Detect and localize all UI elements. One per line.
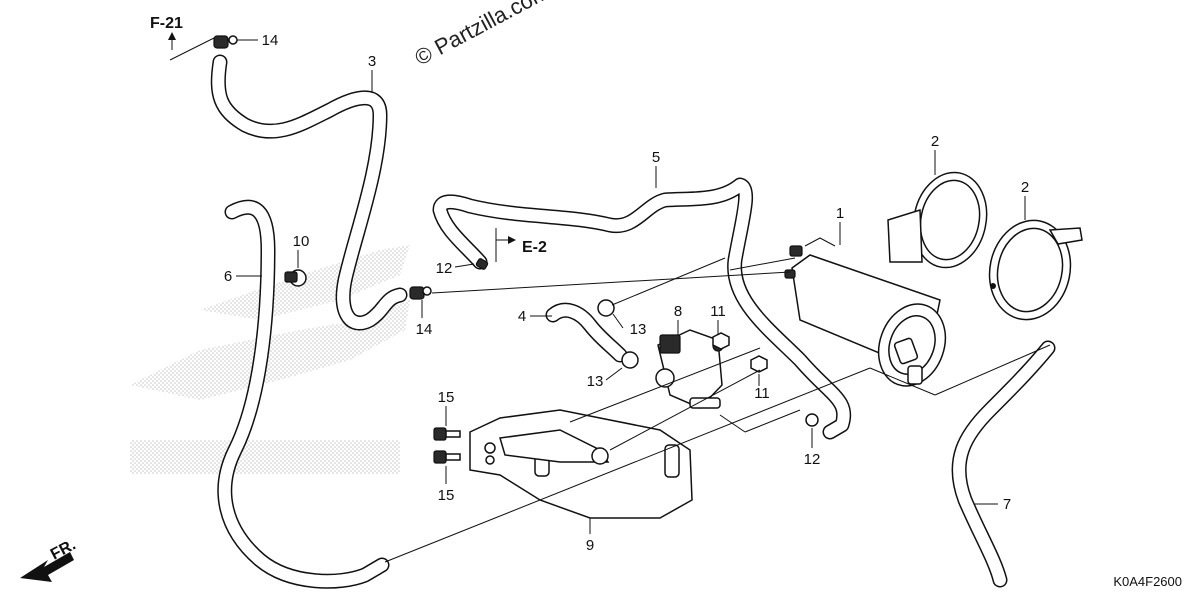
front-label: FR. (48, 536, 79, 563)
purge-valve (655, 329, 724, 409)
clamp-10 (284, 269, 307, 287)
callout-4: 4 (518, 308, 526, 325)
callout-15-lower: 15 (438, 487, 455, 504)
clamp-12-upper (475, 258, 489, 270)
clip-13-upper (597, 299, 615, 317)
ref-f21: F-21 (150, 15, 215, 61)
callout-6: 6 (224, 268, 232, 285)
callout-1: 1 (836, 205, 844, 222)
callout-5: 5 (652, 149, 660, 166)
hose-7 (951, 340, 1056, 588)
clamp-14-upper (213, 35, 238, 49)
callout-10: 10 (293, 233, 310, 250)
callout-12-lower: 12 (804, 451, 821, 468)
callout-15-upper: 15 (438, 389, 455, 406)
callout-11-upper: 11 (710, 303, 726, 320)
canister-band-upper (887, 171, 988, 269)
nut-11-lower (750, 355, 768, 373)
callout-3: 3 (368, 53, 376, 70)
callout-14-lower: 14 (416, 321, 433, 338)
ref-f21-label: F-21 (150, 15, 183, 32)
clip-13-lower (621, 351, 639, 369)
bolt-15-upper (433, 427, 461, 441)
front-direction-arrow: FR. (20, 536, 79, 582)
diagram-code: K0A4F2600 (1113, 574, 1182, 589)
callout-14-upper: 14 (262, 32, 279, 49)
callout-2-upper: 2 (931, 133, 939, 150)
ref-e2-label: E-2 (522, 239, 547, 256)
callout-7: 7 (1003, 496, 1011, 513)
canister-band-lower (988, 219, 1083, 321)
hose-6 (217, 199, 390, 589)
nut-11-upper (712, 332, 730, 350)
callout-11-lower: 11 (754, 385, 770, 402)
callout-12-upper: 12 (436, 260, 453, 277)
callout-2-lower: 2 (1021, 179, 1029, 196)
hose-5 (432, 177, 852, 440)
callout-13-upper: 13 (630, 321, 647, 338)
watermark-text: © Partzilla.com (411, 0, 554, 70)
callout-labels: 1 2 2 3 4 5 6 7 8 9 10 11 11 12 12 13 13… (224, 32, 1029, 554)
clamp-14-lower (409, 286, 432, 300)
hose-3 (210, 54, 408, 331)
leader-lines (236, 39, 1051, 563)
callout-9: 9 (586, 537, 594, 554)
ref-e2: E-2 (495, 228, 547, 262)
bolt-15-lower (433, 450, 461, 464)
canister (784, 237, 947, 387)
mounting-bracket (469, 409, 693, 519)
hose-4 (545, 302, 628, 363)
callout-13-lower: 13 (587, 373, 604, 390)
clamp-12-lower (805, 413, 819, 427)
callout-8: 8 (674, 303, 682, 320)
